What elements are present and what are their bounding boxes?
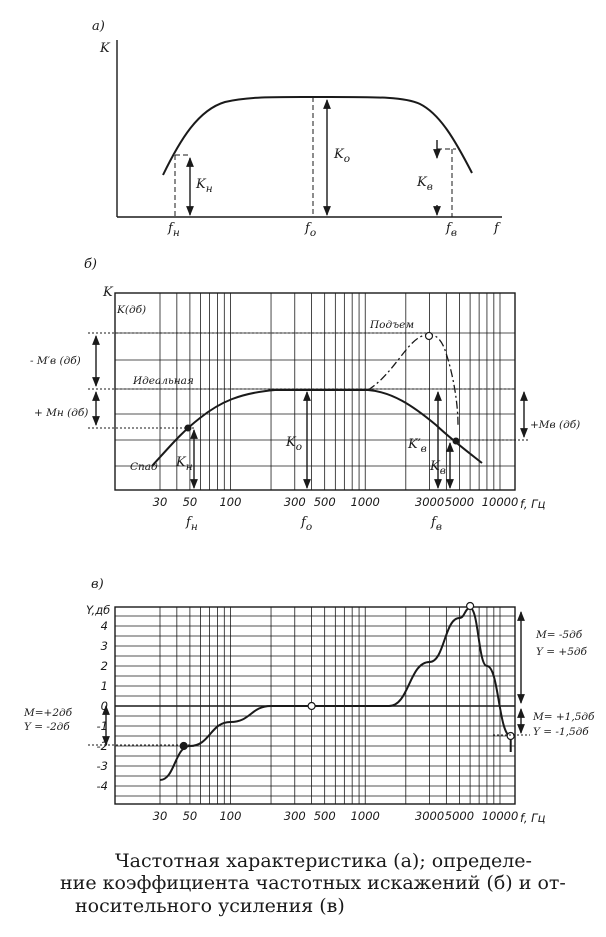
panel-a-f0-label: fо	[304, 221, 316, 239]
panel-c-note-left-2: Y = -2дб	[24, 721, 70, 733]
panel-c-relative-gain-curve	[159, 606, 512, 781]
panel-c-y-tick-label: 1	[101, 679, 108, 693]
caption-line-1: Частотная характеристика (а); определе-	[115, 850, 532, 872]
panel-a-label: а)	[92, 19, 105, 34]
panel-c-x-tick-label: 30	[153, 809, 168, 823]
panel-c-y-tick-label: 4	[101, 619, 108, 633]
panel-b-fn-label: fн	[185, 515, 198, 533]
panel-c-x-tick-label: 5000	[445, 809, 474, 823]
panel-a-x-axis-label: f	[493, 221, 501, 236]
panel-c-marked-point	[466, 601, 475, 611]
panel-b-mn-label: + Mн (дб)	[34, 407, 88, 419]
panel-b-mv-prime-label: - M′в (дб)	[30, 355, 81, 367]
panel-c-y-tick-label: -4	[97, 779, 108, 793]
panel-b-kn-label: Kн	[175, 455, 193, 473]
panel-c-x-tick-label: 500	[314, 809, 336, 823]
panel-a-kv-label: Kв	[416, 175, 433, 193]
panel-b-response-curve	[151, 389, 483, 467]
panel-b-kv-prime-label: K′в	[407, 437, 427, 455]
panel-b-x-tick-label: 100	[219, 495, 241, 509]
panel-c-x-tick-label: 300	[284, 809, 306, 823]
panel-b-mv-label: +Mв (дб)	[530, 419, 580, 431]
panel-a: а) K f Kн Kо Kв fн fо fв	[92, 19, 502, 239]
panel-b-grid	[115, 293, 515, 490]
panel-b-x-tick-label: 30	[153, 495, 168, 509]
panel-b-frame	[114, 292, 516, 491]
panel-a-fn-label: fн	[167, 221, 180, 239]
panel-c-y-tick-label: 0	[101, 699, 108, 713]
panel-b-k0-label: Kо	[285, 435, 302, 453]
panel-b-y-axis-db-label: K(дб)	[116, 304, 146, 316]
panel-b: б) K K(дб) Подъем Идеальная Спад - M′в (…	[30, 257, 580, 533]
panel-c-note-mid-right-1: M= +1,5дб	[532, 711, 595, 723]
panel-c-x-axis-label: f, Гц	[520, 811, 546, 825]
panel-b-point-fv	[452, 437, 460, 445]
panel-b-f0-label: fо	[300, 515, 312, 533]
panel-b-fall-annotation: Спад	[130, 461, 158, 473]
panel-c-marked-points	[179, 601, 515, 751]
panel-b-ideal-annotation: Идеальная	[132, 375, 194, 387]
panel-c-note-mid-right-2: Y = -1,5дб	[533, 726, 589, 738]
panel-c-note-left-1: M=+2дб	[23, 707, 73, 719]
panel-a-k0-label: Kо	[333, 147, 350, 165]
panel-a-kn-label: Kн	[195, 177, 213, 195]
panel-b-x-tick-label: 50	[183, 495, 198, 509]
panel-b-label: б)	[84, 257, 97, 272]
panel-c-x-tick-label: 3000	[415, 809, 444, 823]
panel-b-rise-curve	[367, 333, 459, 426]
panel-c-note-top-right-1: M= -5дб	[535, 629, 583, 641]
panel-c-x-tick-label: 100	[219, 809, 241, 823]
panel-b-x-tick-label: 1000	[351, 495, 380, 509]
panel-b-rise-annotation: Подъем	[369, 319, 414, 331]
panel-c-x-tick-label: 1000	[351, 809, 380, 823]
panel-c-y-axis-label: Y,дб	[86, 603, 110, 617]
panel-c-x-tick-label: 50	[183, 809, 198, 823]
panel-c-label: в)	[91, 577, 104, 592]
panel-b-kv-label: Kв	[429, 459, 446, 477]
panel-c-y-tick-label: -2	[97, 739, 108, 753]
panel-c-note-top-right-2: Y = +5дб	[536, 646, 588, 658]
panel-b-x-tick-label: 5000	[445, 495, 474, 509]
panel-b-x-tick-label: 500	[314, 495, 336, 509]
panel-b-x-tick-label: 3000	[415, 495, 444, 509]
panel-b-x-tick-label: 300	[284, 495, 306, 509]
panel-c-x-tick-label: 10000	[482, 809, 519, 823]
panel-c-y-tick-label: 3	[101, 639, 108, 653]
panel-c-marked-point	[307, 701, 316, 711]
panel-b-point-fn	[184, 424, 192, 432]
caption-line-3: носительного усиления (в)	[75, 894, 345, 917]
panel-b-y-axis-label: K	[102, 285, 114, 300]
panel-b-point-peak	[424, 331, 434, 341]
figure-caption: Частотная характеристика (а); определе- …	[60, 850, 600, 917]
panel-a-y-axis-label: K	[99, 41, 111, 56]
panel-b-x-axis-label: f, Гц	[520, 497, 546, 511]
panel-a-response-curve	[162, 95, 473, 176]
panel-b-x-tick-label: 10000	[482, 495, 519, 509]
panel-c-y-tick-label: 2	[101, 659, 108, 673]
panel-c-y-tick-label: -3	[97, 759, 108, 773]
panel-c-marked-point	[506, 731, 515, 741]
caption-line-2: ние коэффициента частотных искажений (б)…	[60, 872, 566, 895]
panel-a-fv-label: fв	[445, 221, 457, 239]
panel-b-fv-label: fв	[430, 515, 442, 533]
panel-c-marked-point	[179, 741, 188, 751]
